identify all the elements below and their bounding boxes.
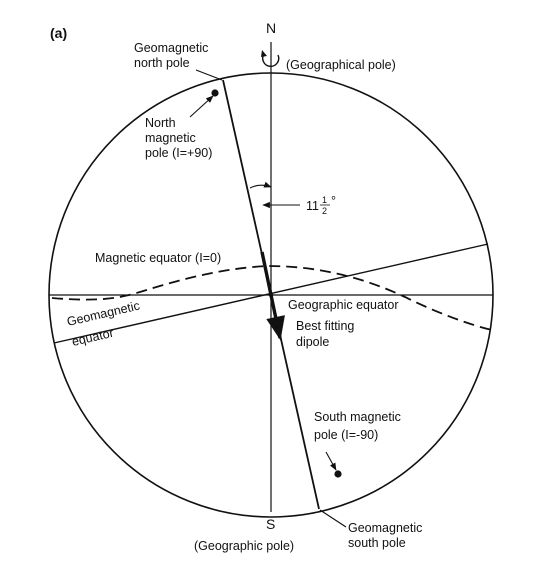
geomagnetic-north-label-2: north pole [134, 56, 190, 70]
panel-label: (a) [50, 25, 67, 41]
centre-point [268, 292, 274, 298]
best-fitting-label-2: dipole [296, 335, 329, 349]
south-magnetic-label-2: pole (I=-90) [314, 428, 378, 442]
geomagnetic-equator-label-2: equator [71, 326, 115, 349]
south-letter: S [266, 516, 275, 532]
rotation-arrow-icon [261, 50, 280, 68]
dipole-thick-upper [260, 251, 273, 296]
angle-indicator [249, 181, 300, 209]
south-magnetic-leader [325, 451, 337, 471]
south-magnetic-label-1: South magnetic [314, 410, 401, 424]
north-magnetic-pole-dot [211, 89, 219, 97]
magnetic-equator-curve [51, 265, 493, 331]
geomagnetic-north-leader [195, 69, 223, 81]
north-magnetic-label-2: magnetic [145, 131, 196, 145]
angle-numerator: 1 [322, 195, 327, 205]
geomagnetic-south-label-2: south pole [348, 536, 406, 550]
geographic-pole-label: (Geographic pole) [194, 539, 294, 553]
geomagnetic-north-label-1: Geomagnetic [134, 41, 208, 55]
magnetic-equator-label: Magnetic equator (I=0) [95, 251, 221, 265]
geomagnetic-south-leader [319, 509, 347, 528]
south-magnetic-pole-dot [334, 470, 342, 478]
north-magnetic-label-3: pole (I=+90) [145, 146, 212, 160]
angle-unit: ° [331, 194, 336, 208]
geomagnetic-south-label-1: Geomagnetic [348, 521, 422, 535]
geographic-equator-label: Geographic equator [288, 298, 399, 312]
angle-value: 11 [306, 199, 319, 213]
dipole-thick-lower [266, 294, 285, 341]
angle-denominator: 2 [322, 206, 327, 216]
geographical-pole-label: (Geographical pole) [286, 58, 396, 72]
north-letter: N [266, 20, 276, 36]
geomagnetic-equator-label-1: Geomagnetic [66, 299, 142, 329]
north-magnetic-label-1: North [145, 116, 176, 130]
north-magnetic-leader [189, 95, 214, 118]
best-fitting-label-1: Best fitting [296, 319, 354, 333]
